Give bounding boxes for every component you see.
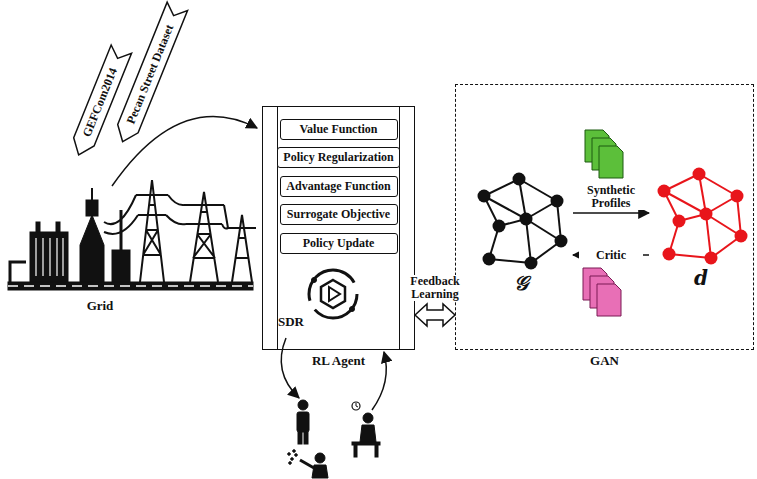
graph-link: [484, 196, 526, 219]
graph-label: 𝒢: [469, 271, 573, 295]
agent-icon: [309, 270, 357, 318]
graph-vertex: [735, 230, 748, 243]
process-box: Value Function: [280, 119, 398, 140]
graph-drawing: [649, 166, 753, 266]
graph-link: [706, 214, 711, 258]
graph-vertex: [731, 190, 744, 203]
agent-box: RL AgentValue FunctionPolicy Regularizat…: [262, 106, 415, 350]
graph-link: [664, 191, 706, 214]
banner-outline: [68, 45, 131, 159]
region-label: RL Agent: [243, 353, 434, 368]
graph-vertex: [520, 213, 533, 226]
node-label: Surrogate Objective: [287, 207, 390, 221]
region-label: GAN: [436, 353, 757, 368]
process-box: Policy Regularization: [277, 147, 400, 168]
graph-vertex: [705, 252, 718, 265]
graph-vertex: [663, 248, 676, 261]
signal-label: SDR: [278, 314, 304, 329]
graph-vertex: [658, 185, 671, 198]
node-label: 𝒢: [514, 271, 528, 295]
node-label: Pecan Street Dataset: [123, 22, 177, 126]
graph-vertex: [673, 215, 686, 228]
feedback-arrow: [415, 304, 455, 326]
process-box: Advantage Function: [280, 176, 398, 197]
graph-label: d: [649, 266, 753, 290]
edge-label: Critic: [579, 249, 643, 262]
graph-vertex: [525, 257, 538, 270]
node-label: RL Agent: [312, 353, 365, 368]
illustration-label: Grid: [87, 298, 114, 313]
graph-link: [526, 219, 531, 263]
frame-line: [399, 107, 400, 349]
graph-link: [699, 174, 737, 196]
network-graph: d: [649, 166, 753, 292]
graph-vertex: [513, 173, 526, 186]
consumers-illustration: [288, 400, 380, 478]
graph-vertex: [478, 190, 491, 203]
node-label: Value Function: [300, 122, 378, 136]
edge-label: Feedback Learning: [402, 275, 468, 301]
gan-region: GAN𝒢d: [455, 84, 754, 350]
graph-vertex: [700, 208, 713, 221]
node-label: GAN: [590, 353, 619, 368]
graph-vertex: [693, 168, 706, 181]
process-box: Policy Update: [280, 233, 398, 254]
node-label: d: [694, 266, 708, 290]
graph-link: [519, 179, 557, 201]
grid-illustration: [8, 180, 256, 290]
node-label: Advantage Function: [286, 179, 390, 193]
edge-label: Synthetic Profiles: [574, 184, 648, 210]
node-label: Policy Update: [303, 236, 375, 250]
flow-arrow: [573, 212, 649, 214]
network-graph: 𝒢: [469, 171, 573, 297]
graph-vertex: [483, 253, 496, 266]
critic-documents: [583, 268, 621, 316]
node-label: Policy Regularization: [283, 150, 393, 164]
graph-vertex: [493, 220, 506, 233]
frame-line: [277, 107, 278, 349]
graph-vertex: [555, 235, 568, 248]
synthetic-documents: [585, 130, 623, 178]
graph-drawing: [469, 171, 573, 271]
action-arrow: [281, 338, 299, 398]
graph-vertex: [551, 195, 564, 208]
response-arrow: [372, 352, 386, 410]
process-box: Surrogate Objective: [280, 204, 398, 225]
